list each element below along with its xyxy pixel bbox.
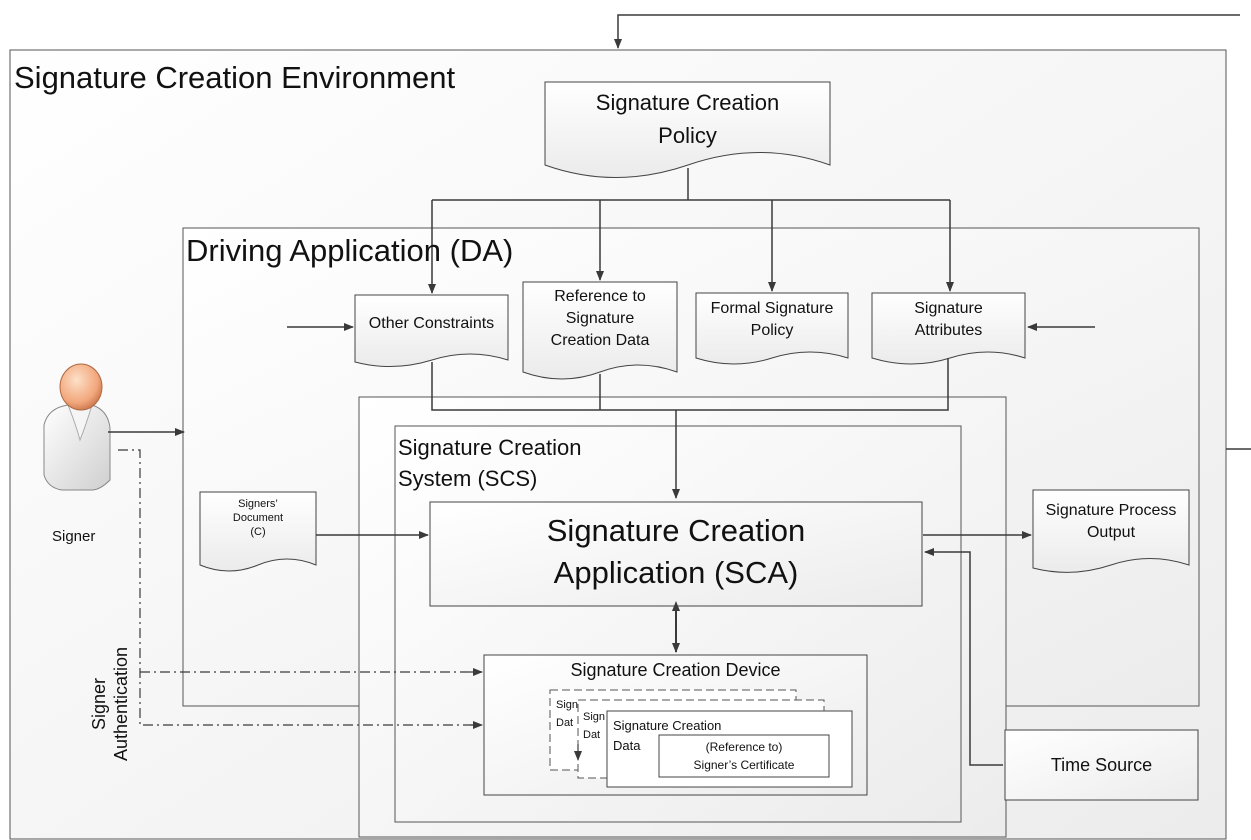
doc-collectors bbox=[431, 358, 949, 499]
signature-attributes-doc bbox=[871, 292, 1026, 365]
signature-attributes-label: Signature Attributes bbox=[914, 300, 983, 339]
person-icon bbox=[43, 363, 111, 491]
sca-box bbox=[429, 501, 923, 607]
driving-application-title: Driving Application (DA) bbox=[186, 233, 514, 268]
formal-policy-label: Formal Signature Policy bbox=[710, 300, 834, 339]
signers-document-label: Signers’ Document (C) bbox=[232, 498, 284, 538]
signer-label: Signer bbox=[52, 528, 96, 545]
other-constraints-label: Other Constraints bbox=[368, 315, 495, 332]
process-output-label: Signature Process Output bbox=[1045, 502, 1177, 541]
reference-scd-label: Reference to Signature Creation Data bbox=[550, 288, 650, 349]
device-title: Signature Creation Device bbox=[570, 660, 781, 680]
certificate-label: (Reference to)Signer’s Certificate bbox=[693, 740, 795, 772]
reference-scd-doc bbox=[522, 281, 678, 380]
signers-document-doc bbox=[199, 491, 317, 572]
policy-document bbox=[544, 81, 831, 178]
authentication-lines bbox=[118, 449, 482, 726]
time-source-box bbox=[1004, 729, 1199, 801]
feedback-arrow bbox=[614, 14, 1240, 49]
certificate-box bbox=[658, 734, 830, 778]
environment-title: Signature Creation Environment bbox=[14, 60, 456, 95]
policy-connectors bbox=[428, 168, 954, 294]
process-output-doc bbox=[1032, 489, 1190, 573]
formal-policy-doc bbox=[695, 292, 849, 365]
other-constraints-doc bbox=[354, 294, 509, 368]
time-source-label: Time Source bbox=[1050, 755, 1153, 775]
